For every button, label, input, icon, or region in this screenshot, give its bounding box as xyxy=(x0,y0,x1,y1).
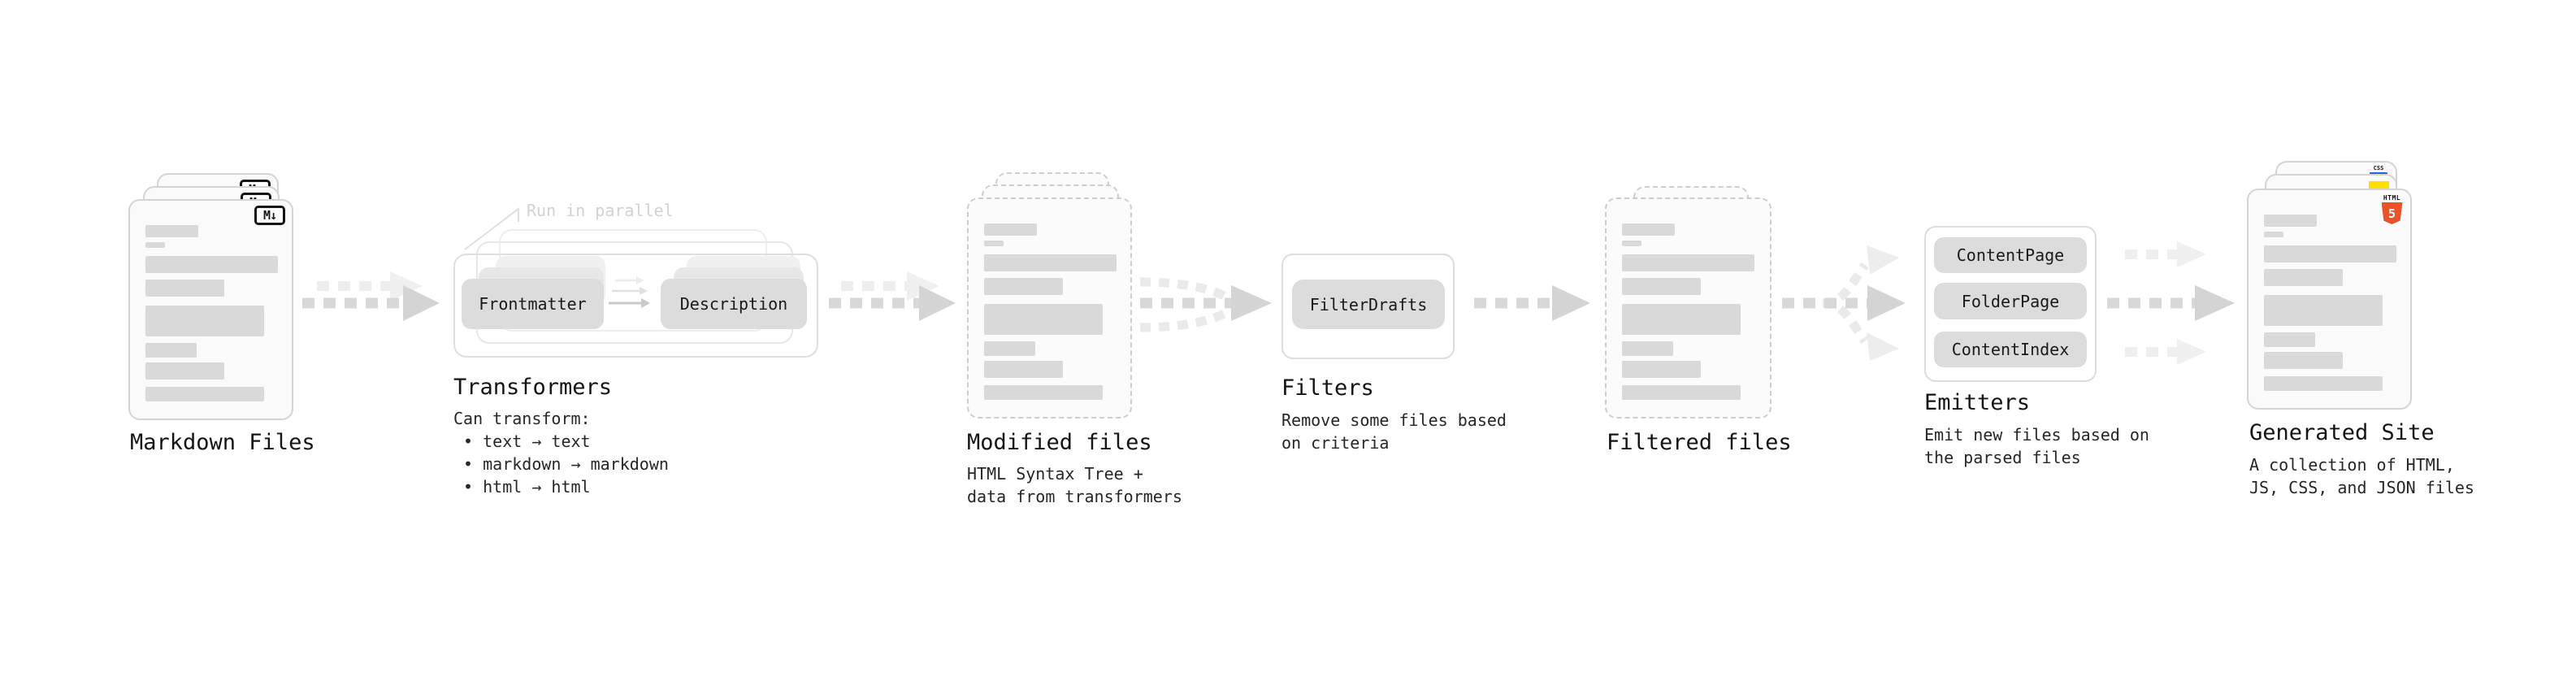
transformer-frame xyxy=(453,254,818,358)
generated-site-label: Generated Site xyxy=(2249,420,2435,445)
arrow-filtered-to-emitters-diverge xyxy=(1782,245,1906,361)
run-in-parallel-label: Run in parallel xyxy=(527,201,674,220)
text-line-placeholder xyxy=(1622,223,1675,236)
text-line-placeholder xyxy=(1622,385,1741,400)
markdown-files-label: Markdown Files xyxy=(130,430,315,455)
frontmatter-pill: Frontmatter xyxy=(462,279,604,329)
arrow-transformers-to-modified xyxy=(829,271,956,321)
modified-files-label: Modified files xyxy=(967,430,1152,455)
js-icon xyxy=(2369,181,2389,190)
text-line-placeholder xyxy=(2264,376,2383,391)
emitters-note: Emit new files based on the parsed files xyxy=(1924,425,2149,467)
generated-site-note: A collection of HTML, JS, CSS, and JSON … xyxy=(2249,455,2474,497)
contentindex-pill: ContentIndex xyxy=(1934,332,2087,367)
arrow-frontmatter-to-description xyxy=(609,276,650,308)
text-line-placeholder xyxy=(145,256,278,273)
text-line-placeholder xyxy=(1622,341,1673,356)
filterdrafts-pill: FilterDrafts xyxy=(1292,280,1445,329)
text-line-placeholder xyxy=(145,242,165,248)
text-line-placeholder xyxy=(984,341,1035,356)
text-line-placeholder xyxy=(2264,245,2396,262)
filters-note: Remove some files based on criteria xyxy=(1281,410,1507,453)
text-line-placeholder xyxy=(1622,278,1701,295)
transformers-title: Transformers xyxy=(453,375,613,400)
markdown-icon: M↓ xyxy=(254,206,285,225)
text-line-placeholder xyxy=(145,387,264,401)
modified-files-note: HTML Syntax Tree + data from transformer… xyxy=(967,464,1182,506)
text-line-placeholder xyxy=(2264,232,2283,237)
markdown-file-card: M↓ xyxy=(128,199,293,420)
text-line-placeholder xyxy=(145,280,224,297)
emitters-title: Emitters xyxy=(1924,390,2031,415)
text-line-placeholder xyxy=(145,362,224,380)
text-line-placeholder xyxy=(1622,241,1641,246)
folderpage-pill: FolderPage xyxy=(1934,283,2087,319)
text-line-placeholder xyxy=(145,225,198,237)
text-line-placeholder xyxy=(2264,269,2343,286)
text-line-placeholder xyxy=(984,223,1037,236)
text-line-placeholder xyxy=(984,385,1103,400)
text-line-placeholder xyxy=(1622,304,1741,335)
generated-file-card: HTML 5 xyxy=(2247,189,2412,410)
text-line-placeholder xyxy=(984,254,1117,271)
modified-file-card xyxy=(967,197,1132,419)
run-in-parallel-leader-line xyxy=(464,206,519,250)
text-line-placeholder xyxy=(1622,254,1754,271)
arrow-filters-to-filtered xyxy=(1474,285,1590,321)
html5-icon: HTML 5 xyxy=(2381,194,2403,224)
description-pill: Description xyxy=(661,279,807,329)
contentpage-pill: ContentPage xyxy=(1934,237,2087,273)
text-line-placeholder xyxy=(2264,295,2383,326)
text-line-placeholder xyxy=(145,306,264,336)
transformers-note: Can transform: • text → text • markdown … xyxy=(453,409,669,497)
arrow-emitters-to-generated xyxy=(2107,241,2235,365)
arrow-modified-to-filters-converge xyxy=(1139,277,1272,332)
text-line-placeholder xyxy=(145,343,197,358)
text-line-placeholder xyxy=(2264,352,2343,369)
text-line-placeholder xyxy=(984,241,1004,246)
text-line-placeholder xyxy=(1622,361,1701,378)
filters-title: Filters xyxy=(1281,375,1374,401)
text-line-placeholder xyxy=(984,304,1103,335)
filtered-files-label: Filtered files xyxy=(1607,430,1792,455)
text-line-placeholder xyxy=(2264,332,2315,347)
arrow-markdown-to-transformers xyxy=(302,271,440,321)
text-line-placeholder xyxy=(984,278,1063,295)
text-line-placeholder xyxy=(984,361,1063,378)
text-line-placeholder xyxy=(2264,215,2317,227)
filtered-file-card xyxy=(1605,197,1772,419)
